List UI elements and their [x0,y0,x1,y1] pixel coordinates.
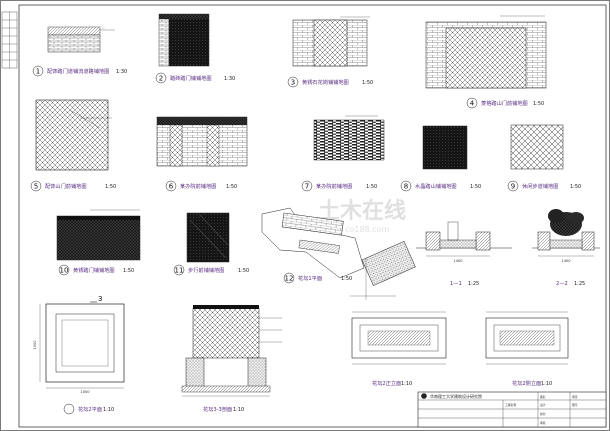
detail-5: 5 配饰山门前铺地图 1:50 [30,99,116,192]
svg-text:工程名称: 工程名称 [505,403,516,407]
svg-text:11: 11 [175,267,184,275]
detail-8: 8 水晶踏山铺铺地图 1:50 [400,125,481,192]
svg-text:审核: 审核 [540,421,546,425]
detail-3: 3 黄锈石花岗铺铺地图 1:50 [287,16,373,88]
svg-text:1:25: 1:25 [468,281,479,287]
section-1-dimension: 1400 [453,259,463,263]
svg-text:步行前铺铺地图: 步行前铺铺地图 [188,266,224,274]
svg-text:1:30: 1:30 [224,76,235,82]
title-block: 华南理工大学建筑设计研究院 工程名称 图名 设计 校对 审核 审定 图号 [417,391,607,428]
detail-2: 2 踏砖踏门铺铺地图 1:30 [155,13,235,84]
binding-strip [1,11,18,69]
svg-text:1:10: 1:10 [103,407,114,413]
detail-number: 1 [36,68,40,76]
institute-name: 华南理工大学建筑设计研究院 [430,393,482,399]
svg-text:10: 10 [60,267,69,275]
shrub-icon [548,209,584,236]
detail-12: 12 花坛1平面 1:50 [261,207,416,300]
svg-text:1—1: 1—1 [450,281,462,287]
svg-text:1:50: 1:50 [470,184,481,190]
detail-number-circle [32,65,44,77]
svg-text:1:50: 1:50 [105,184,116,190]
section-2-2: 1400 2—2 1:25 [532,209,600,287]
svg-text:踏砖踏门铺铺地图: 踏砖踏门铺铺地图 [170,74,212,82]
svg-text:5: 5 [34,183,38,191]
detail-10: 10 黄锈踏门铺铺地图 1:50 [56,209,141,276]
svg-text:2: 2 [159,75,163,83]
svg-text:8: 8 [404,183,408,191]
svg-text:某办院前铺地图: 某办院前铺地图 [316,182,352,190]
svg-text:休闲步道铺地图: 休闲步道铺地图 [522,182,558,190]
section-1-1: 1400 1—1 1:25 [416,221,512,287]
watermark-subtext: co188.com [345,225,389,234]
detail-11: 11 步行前铺铺地图 1:50 [173,212,249,276]
svg-text:花坛2侧立面: 花坛2侧立面 [512,379,541,387]
svg-text:1:50: 1:50 [238,268,249,274]
svg-text:花坛2平面: 花坛2平面 [78,405,102,413]
svg-text:6: 6 [169,183,174,191]
svg-text:3: 3 [291,79,295,87]
institute-logo-icon [421,393,427,399]
svg-text:9: 9 [511,183,515,191]
svg-text:花坛3-3剖面: 花坛3-3剖面 [203,405,232,413]
svg-text:1:50: 1:50 [533,101,544,107]
planter-2-plan: 3 1000 1000 花坛2平面 1:10 [33,295,125,415]
planter-3-3-section: 花坛3-3剖面 1:10 [181,305,282,413]
svg-text:某办院前铺地图: 某办院前铺地图 [180,182,216,190]
detail-1: — 1 配饰踏门道铺流道路铺地图 1:30 [32,26,127,77]
detail-caption: 配饰踏门道铺流道路铺地图 [47,67,109,75]
detail-scale: 1:30 [116,69,127,75]
svg-text:配饰山门前铺地图: 配饰山门前铺地图 [45,182,87,190]
section-marker: 3 [98,295,102,303]
svg-text:图名: 图名 [540,395,546,399]
svg-text:菱格踏山门前铺地图: 菱格踏山门前铺地图 [481,99,528,107]
plan-width-dimension: 1000 [80,390,90,394]
svg-text:校对: 校对 [540,412,546,416]
svg-text:1:50: 1:50 [341,276,352,282]
detail-4: 4 菱格踏山门前铺地图 1:50 [425,15,547,109]
svg-text:1:50: 1:50 [123,268,134,274]
svg-text:花坛2正立面: 花坛2正立面 [372,379,401,387]
svg-text:设计: 设计 [540,403,546,407]
svg-text:1:50: 1:50 [226,184,237,190]
svg-text:花坛1平面: 花坛1平面 [298,274,322,282]
detail-7: 7 某办院前铺地图 1:50 [301,115,385,192]
svg-text:1:50: 1:50 [570,184,581,190]
plan-height-dimension: 1000 [33,340,37,350]
svg-text:7: 7 [305,183,309,191]
svg-text:水晶踏山铺铺地图: 水晶踏山铺铺地图 [415,182,457,190]
detail-6: 6 某办院前铺地图 1:50 [156,116,248,192]
detail-9: 9 休闲步道铺地图 1:50 [507,124,581,192]
svg-text:1:50: 1:50 [366,184,377,190]
svg-text:4: 4 [470,100,475,108]
svg-text:1:10: 1:10 [401,381,412,387]
svg-text:1:50: 1:50 [362,80,373,86]
planter-2-side-elevation: 花坛2侧立面 1:10 [485,311,569,387]
svg-text:2—2: 2—2 [556,281,568,287]
svg-text:黄锈踏门铺铺地图: 黄锈踏门铺铺地图 [73,266,115,274]
svg-text:黄锈石花岗铺铺地图: 黄锈石花岗铺铺地图 [302,78,349,86]
svg-text:图号: 图号 [572,403,578,407]
svg-text:1:10: 1:10 [233,407,244,413]
svg-text:审定: 审定 [572,395,578,399]
section-2-dimension: 1400 [561,259,571,263]
svg-text:12: 12 [285,275,294,283]
svg-text:—: — [102,26,105,30]
planter-2-front-elevation: 花坛2正立面 1:10 [351,311,447,387]
svg-text:1:25: 1:25 [574,281,585,287]
svg-text:1:10: 1:10 [541,381,552,387]
